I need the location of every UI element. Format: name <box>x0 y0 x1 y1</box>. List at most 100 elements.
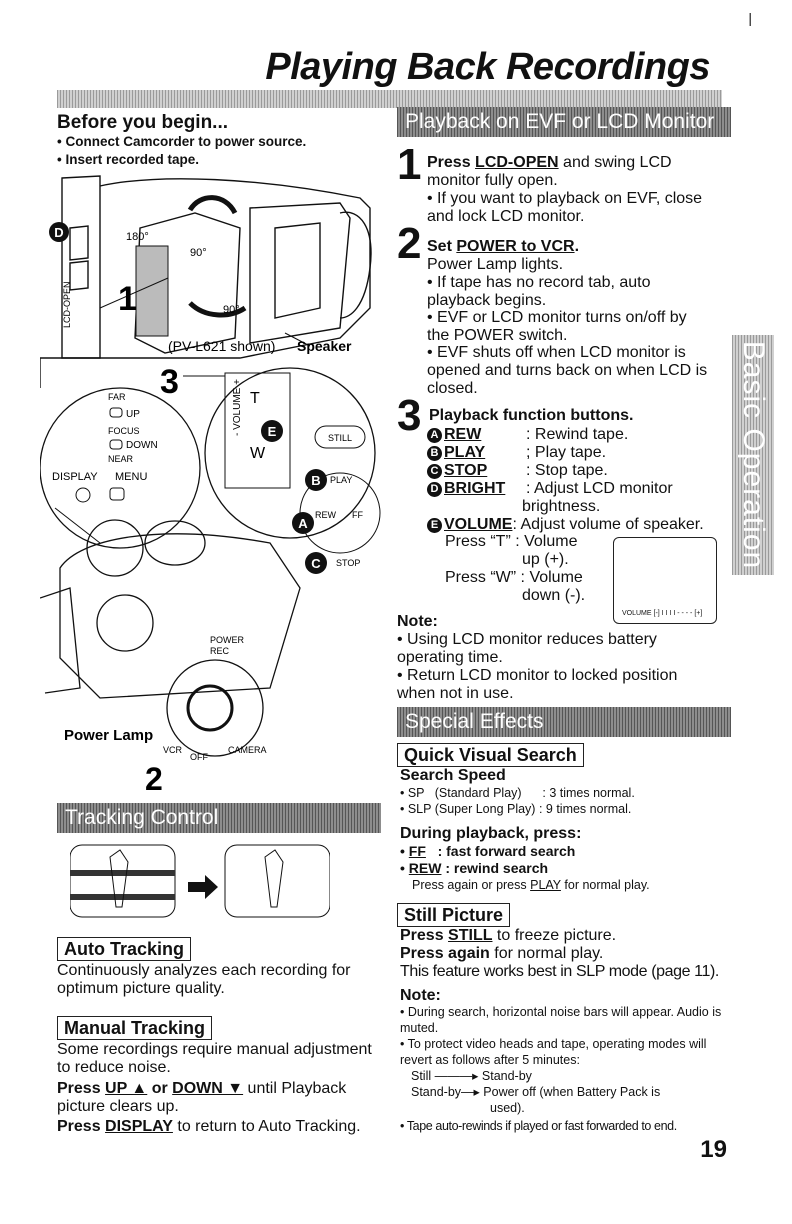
play-label: PLAY <box>330 475 352 485</box>
down-label: DOWN <box>126 440 158 451</box>
power-vcr-key: POWER to VCR <box>456 238 575 255</box>
manual-press-display: Press DISPLAY to return to Auto Tracking… <box>57 1118 361 1135</box>
angle-90-a: 90° <box>190 247 207 259</box>
step-2-number: 2 <box>397 219 422 268</box>
press-t: Press “T” : Volume <box>445 533 578 550</box>
step-2-bullet: • If tape has no record tab, auto playba… <box>427 274 651 309</box>
auto-tracking-heading: Auto Tracking <box>57 937 192 961</box>
still-key: STILL <box>448 927 493 944</box>
callout-c: C <box>311 556 321 571</box>
step-3-number: 3 <box>397 391 422 440</box>
lcd-open-label: LCD-OPEN <box>62 281 72 328</box>
page-number: 19 <box>700 1136 727 1163</box>
display-key: DISPLAY <box>105 1118 173 1135</box>
still-heading-wrap: Still Picture <box>397 903 511 927</box>
before-bullet: • Insert recorded tape. <box>57 152 200 167</box>
rew-label: REW <box>315 510 337 520</box>
auto-tracking-heading-wrap: Auto Tracking <box>57 937 192 961</box>
step-1-text: Press LCD-OPEN and swing LCD monitor ful… <box>427 154 672 189</box>
still-press-line: Press STILL to freeze picture. <box>400 927 617 944</box>
volume-up: up (+). <box>522 551 569 568</box>
note-heading: Note: <box>397 613 438 630</box>
section-side-tab-label: Basic Operation <box>737 340 770 570</box>
corner-mark: | <box>748 10 752 26</box>
before-bullet: • Connect Camcorder to power source. <box>57 134 307 149</box>
focus-label: FOCUS <box>108 426 140 436</box>
before-heading: Before you begin... <box>57 112 229 133</box>
step-2-heading: Set POWER to VCR. <box>427 238 580 255</box>
special-effects-banner: Special Effects <box>397 707 731 737</box>
power-label: POWER <box>210 635 245 645</box>
menu-label: MENU <box>115 471 147 483</box>
callout-b: B <box>311 473 320 488</box>
title-rule <box>57 90 722 108</box>
callout-e: E <box>268 424 277 439</box>
revert-standby: Stand-by—▸ Power off (when Battery Pack … <box>411 1085 661 1099</box>
note-item: • Return LCD monitor to locked position … <box>397 667 678 702</box>
callout-d: D <box>54 225 63 240</box>
special-note-item: • Tape auto-rewinds if played or fast fo… <box>400 1119 677 1133</box>
quick-visual-search-heading: Quick Visual Search <box>397 743 584 767</box>
volume-bar-readout: VOLUME [-] I I I I - - - - [+] <box>622 610 703 617</box>
volume-display-box: VOLUME [-] I I I I - - - - [+] <box>613 537 717 624</box>
volume-w: W <box>250 445 266 462</box>
step-1-label: 1 <box>118 280 137 318</box>
ff-key: FF <box>408 843 426 859</box>
section-side-tab: Basic Operation <box>732 335 774 575</box>
lcd-open-key: LCD-OPEN <box>475 154 559 171</box>
special-note-item: • To protect video heads and tape, opera… <box>400 1037 707 1067</box>
stop-label: STOP <box>336 558 360 568</box>
camcorder-illustration: D 1 180° 90° 90° LCD-OPEN (PV-L621 shown… <box>40 175 381 797</box>
volume-down: down (-). <box>522 587 586 604</box>
rec-label: REC <box>210 646 230 656</box>
manual-tracking-heading-wrap: Manual Tracking <box>57 1016 213 1040</box>
step-1-number: 1 <box>397 140 422 189</box>
manual-press-up-down: Press UP ▲ or DOWN ▼ until Playback pict… <box>57 1080 347 1115</box>
step-1-bullet: • If you want to playback on EVF, close … <box>427 190 703 225</box>
camera-label: CAMERA <box>228 745 267 755</box>
step-2-bullet: • EVF or LCD monitor turns on/off by the… <box>427 309 687 344</box>
model-caption: (PV-L621 shown) <box>168 338 275 354</box>
speaker-label: Speaker <box>297 338 352 354</box>
up-label: UP <box>126 409 140 420</box>
down-key: DOWN ▼ <box>172 1080 244 1097</box>
near-label: NEAR <box>108 454 134 464</box>
tracking-banner: Tracking Control <box>57 803 381 833</box>
rew-key: REW <box>408 860 442 876</box>
ff-label: FF <box>352 510 363 520</box>
playback-banner: Playback on EVF or LCD Monitor <box>397 107 731 137</box>
press-w: Press “W” : Volume <box>445 569 583 586</box>
vcr-label: VCR <box>163 745 183 755</box>
volume-t: T <box>250 390 260 407</box>
callout-a: A <box>298 516 308 531</box>
page-title: Playing Back Recordings <box>265 46 710 88</box>
press-again-line: Press again or press PLAY for normal pla… <box>412 878 650 892</box>
still-again-line: Press again for normal play. <box>400 945 604 962</box>
step-2-bullet: • EVF shuts off when LCD monitor is open… <box>427 344 708 397</box>
slp-line: • SLP (Super Long Play) : 9 times normal… <box>400 802 632 816</box>
search-speed-heading: Search Speed <box>400 767 506 784</box>
display-label: DISPLAY <box>52 471 98 483</box>
power-lamp-label: Power Lamp <box>64 727 153 744</box>
step-2-line: Power Lamp lights. <box>427 256 564 273</box>
step-3-label: 3 <box>160 363 179 401</box>
ff-search-line: • FF : fast forward search <box>400 843 576 859</box>
tracking-illustration <box>70 844 330 918</box>
still-label: STILL <box>328 433 352 443</box>
off-label: OFF <box>190 752 208 762</box>
note-item: • Using LCD monitor reduces battery oper… <box>397 631 657 666</box>
during-playback-heading: During playback, press: <box>400 825 582 842</box>
angle-90-b: 90° <box>223 304 240 316</box>
manual-tracking-heading: Manual Tracking <box>57 1016 213 1040</box>
qvs-heading-wrap: Quick Visual Search <box>397 743 584 767</box>
sp-line: • SP (Standard Play) : 3 times normal. <box>400 786 635 800</box>
rew-search-line: • REW : rewind search <box>400 860 549 876</box>
still-picture-heading: Still Picture <box>397 903 511 927</box>
up-key: UP ▲ <box>105 1080 148 1097</box>
auto-tracking-text: Continuously analyzes each recording for… <box>57 962 351 997</box>
